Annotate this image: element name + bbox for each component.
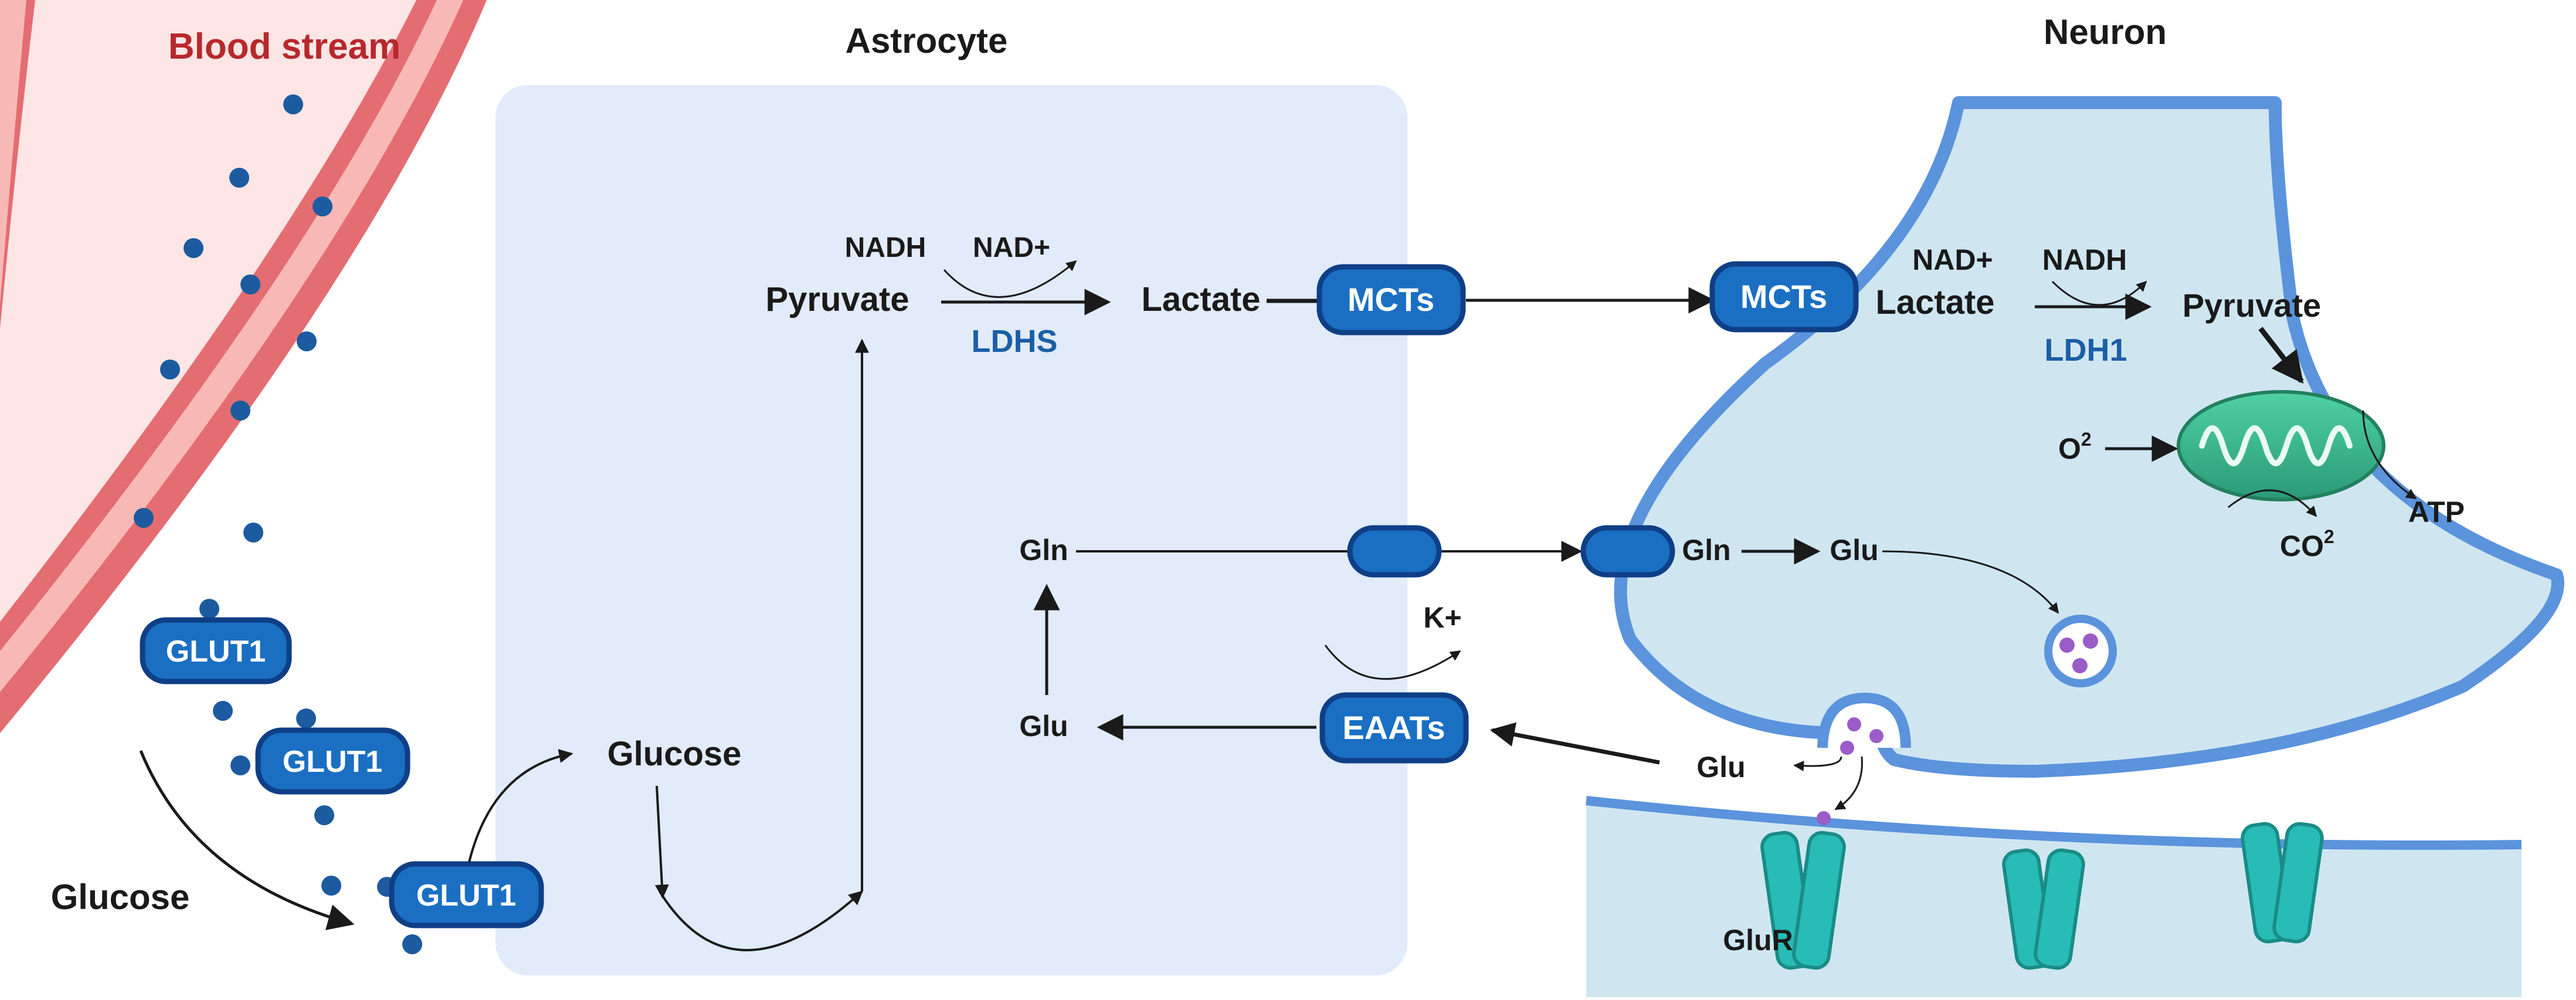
glu-reuptake-arrow (1489, 722, 1660, 765)
glut1-transporter-c: GLUT1 (389, 861, 544, 928)
eaats-transporter: EAATs (1319, 692, 1469, 764)
glucose-dot (243, 523, 263, 543)
vessel-lumen-edge-inner (0, 0, 26, 305)
glucose-dot (283, 94, 303, 114)
pyruvate-to-mito-arrow (2258, 327, 2304, 384)
blood-stream-title: Blood stream (168, 26, 401, 67)
neuron-title: Neuron (2044, 12, 2167, 52)
nadplus-neuron-label: NAD+ (1912, 243, 1993, 276)
glut1-label: GLUT1 (416, 879, 516, 913)
ldhs-label: LDHS (972, 324, 1058, 359)
glu-release-arrow (1793, 756, 1842, 771)
glucose-blood-label: Glucose (51, 877, 190, 917)
eaats-label: EAATs (1342, 709, 1445, 746)
glu-neuron-label: Glu (1830, 534, 1878, 567)
glucose-dot (134, 508, 154, 528)
atp-label: ATP (2408, 496, 2465, 528)
glycolysis-curve (659, 890, 863, 951)
vesicle-dot (2083, 633, 2098, 649)
glucose-dot (184, 238, 203, 258)
atp-output-arrow (2362, 410, 2417, 500)
vesicle-dot (2059, 638, 2075, 653)
pyruvate-neuron-label: Pyruvate (2183, 287, 2322, 324)
released-glu-dot (1869, 729, 1883, 743)
mcts-label: MCTs (1740, 278, 1827, 315)
glucose-dot (230, 401, 250, 421)
mcts-label: MCTs (1348, 281, 1434, 318)
o2-label: O2 (2058, 429, 2092, 465)
glucose-dot (313, 196, 332, 216)
glucose-dot (314, 805, 334, 825)
glucose-uptake-arrow (139, 750, 355, 930)
released-glu-dot (1817, 811, 1831, 825)
ldh1-label: LDH1 (2044, 333, 2127, 368)
glu-cleft-label: Glu (1696, 751, 1745, 784)
glucose-dots (134, 94, 422, 954)
glu-to-vesicle-arrow (1882, 550, 2059, 614)
gln-neuron-label: Gln (1682, 534, 1730, 567)
glut1-label: GLUT1 (166, 635, 266, 669)
mitochondrion (2177, 390, 2385, 501)
glucose-dot (296, 709, 316, 728)
glut1-label: GLUT1 (283, 745, 382, 779)
mcts-neuron: MCTs (1709, 261, 1859, 333)
gln-transporter-neuron (1580, 525, 1675, 578)
astrocyte-title: Astrocyte (846, 21, 1008, 60)
co2-label: CO2 (2280, 526, 2334, 562)
kplus-efflux-arrow (1324, 645, 1461, 680)
glucose-dot (402, 934, 422, 954)
released-glu-dot (1847, 717, 1861, 731)
glucose-dot (240, 274, 260, 294)
pyruvate-astro-label: Pyruvate (765, 280, 909, 318)
vessel-lumen (0, 0, 416, 622)
astrocyte-cell (495, 85, 1407, 975)
glycolysis-down-arrow (654, 785, 669, 899)
glucose-dot (160, 360, 180, 379)
glucose-dot (213, 701, 233, 721)
glutamate-receptor (1760, 830, 1846, 970)
kplus-label: K+ (1423, 601, 1461, 634)
exocytosis-pocket (1817, 692, 1911, 825)
vesicle-dot (2072, 658, 2088, 673)
glucose-dot (230, 755, 250, 775)
lactate-neuron-label: Lactate (1875, 283, 1994, 321)
glucose-astro-label: Glucose (607, 735, 742, 773)
postsynaptic-edge (1586, 796, 2522, 850)
glut1-transporter-b: GLUT1 (255, 727, 410, 795)
gln-transporter-astro (1347, 525, 1442, 578)
glut1-to-glucose-arrow (468, 749, 573, 863)
nadh-neuron-cofactor-arrow (2051, 280, 2147, 306)
glucose-dot (229, 168, 249, 188)
glu-astro-label: Glu (1019, 710, 1068, 743)
blood-vessel (0, 0, 487, 733)
glutamate-receptor (2241, 822, 2324, 944)
glut1-transporter-a: GLUT1 (140, 617, 292, 684)
gln-astro-label: Gln (1019, 534, 1068, 567)
lactate-astro-label: Lactate (1141, 280, 1260, 318)
glu-to-receptor-arrow (1834, 756, 1863, 811)
glucose-dot (321, 876, 341, 896)
glucose-dot (199, 599, 219, 619)
glutamate-receptor (2002, 848, 2085, 970)
co2-output-arrow (2228, 489, 2317, 517)
released-glu-dot (1840, 741, 1854, 755)
mito-cristae (2199, 425, 2353, 466)
nadh-cofactor-arrow (943, 260, 1077, 299)
nadplus-astro-label: NAD+ (973, 232, 1050, 263)
glucose-dot (297, 331, 317, 351)
synaptic-vesicle (2044, 615, 2117, 687)
glur-label: GluR (1723, 924, 1793, 957)
nadh-neuron-label: NADH (2042, 243, 2127, 276)
nadh-astro-label: NADH (845, 232, 926, 263)
mcts-astrocyte: MCTs (1316, 264, 1466, 335)
